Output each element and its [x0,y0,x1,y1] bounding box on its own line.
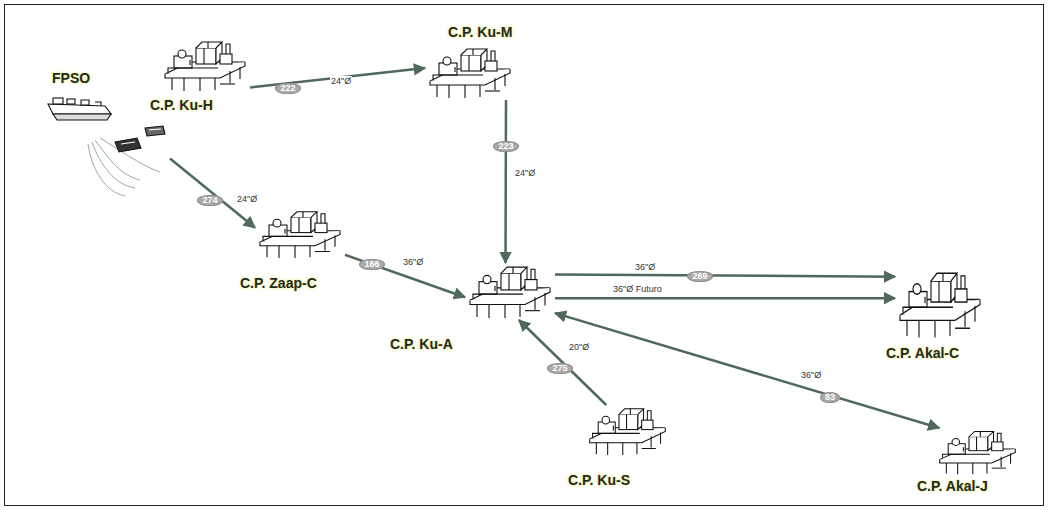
platform-name: FPSO [52,70,90,86]
line-number-badge: 166 [359,259,384,270]
pipe-diameter: 24"Ø [330,76,352,87]
platform-icon [585,405,670,457]
pipeline [345,255,465,297]
platform-name: C.P. Akal-J [917,478,988,494]
pipeline [555,274,895,276]
platform-name: C.P. Ku-S [568,472,630,488]
platform-name: C.P. Zaap-C [240,275,317,291]
pipe-diameter: 24"Ø [514,168,536,179]
platform-name: C.P. Ku-A [390,336,453,352]
pipeline [555,313,939,428]
platform: C.P. Ku-A [465,263,555,320]
pipe-diameter: 36"Ø Futuro [612,284,663,295]
pipeline [519,320,606,405]
pipe-diameter: 24"Ø [236,194,258,205]
platform: C.P. Akal-J [935,428,1020,476]
platform-name: C.P. Ku-M [448,24,512,40]
pipeline [504,100,507,263]
platform: C.P. Ku-S [585,405,670,457]
line-number-badge: 83 [820,392,840,403]
line-number-badge: 275 [547,363,572,374]
fpso-icon [45,92,170,162]
platform: C.P. Ku-H [160,38,250,93]
platform-icon [255,208,345,260]
fpso-vessel: FPSO [45,92,170,162]
line-number-badge: 274 [197,195,222,206]
platform-name: C.P. Ku-H [150,97,213,113]
pipeline [555,297,895,300]
pipe-diameter: 36"Ø [800,370,822,381]
platform: C.P. Akal-C [895,268,985,340]
platform-icon [425,45,515,100]
platform-icon [895,268,985,340]
platform-icon [935,428,1020,476]
line-number-badge: 269 [687,271,712,282]
platform: C.P. Ku-M [425,45,515,100]
pipe-diameter: 36"Ø [634,262,656,273]
platform-icon [160,38,250,93]
platform-icon [465,263,555,320]
platform: C.P. Zaap-C [255,208,345,260]
fpso-hoses [88,138,160,196]
pipe-diameter: 36"Ø [402,257,424,268]
pipe-diameter: 20"Ø [568,342,590,353]
line-number-badge: 223 [493,141,518,152]
line-number-badge: 222 [275,83,300,94]
frame [4,4,1044,506]
platform-name: C.P. Akal-C [886,345,959,361]
